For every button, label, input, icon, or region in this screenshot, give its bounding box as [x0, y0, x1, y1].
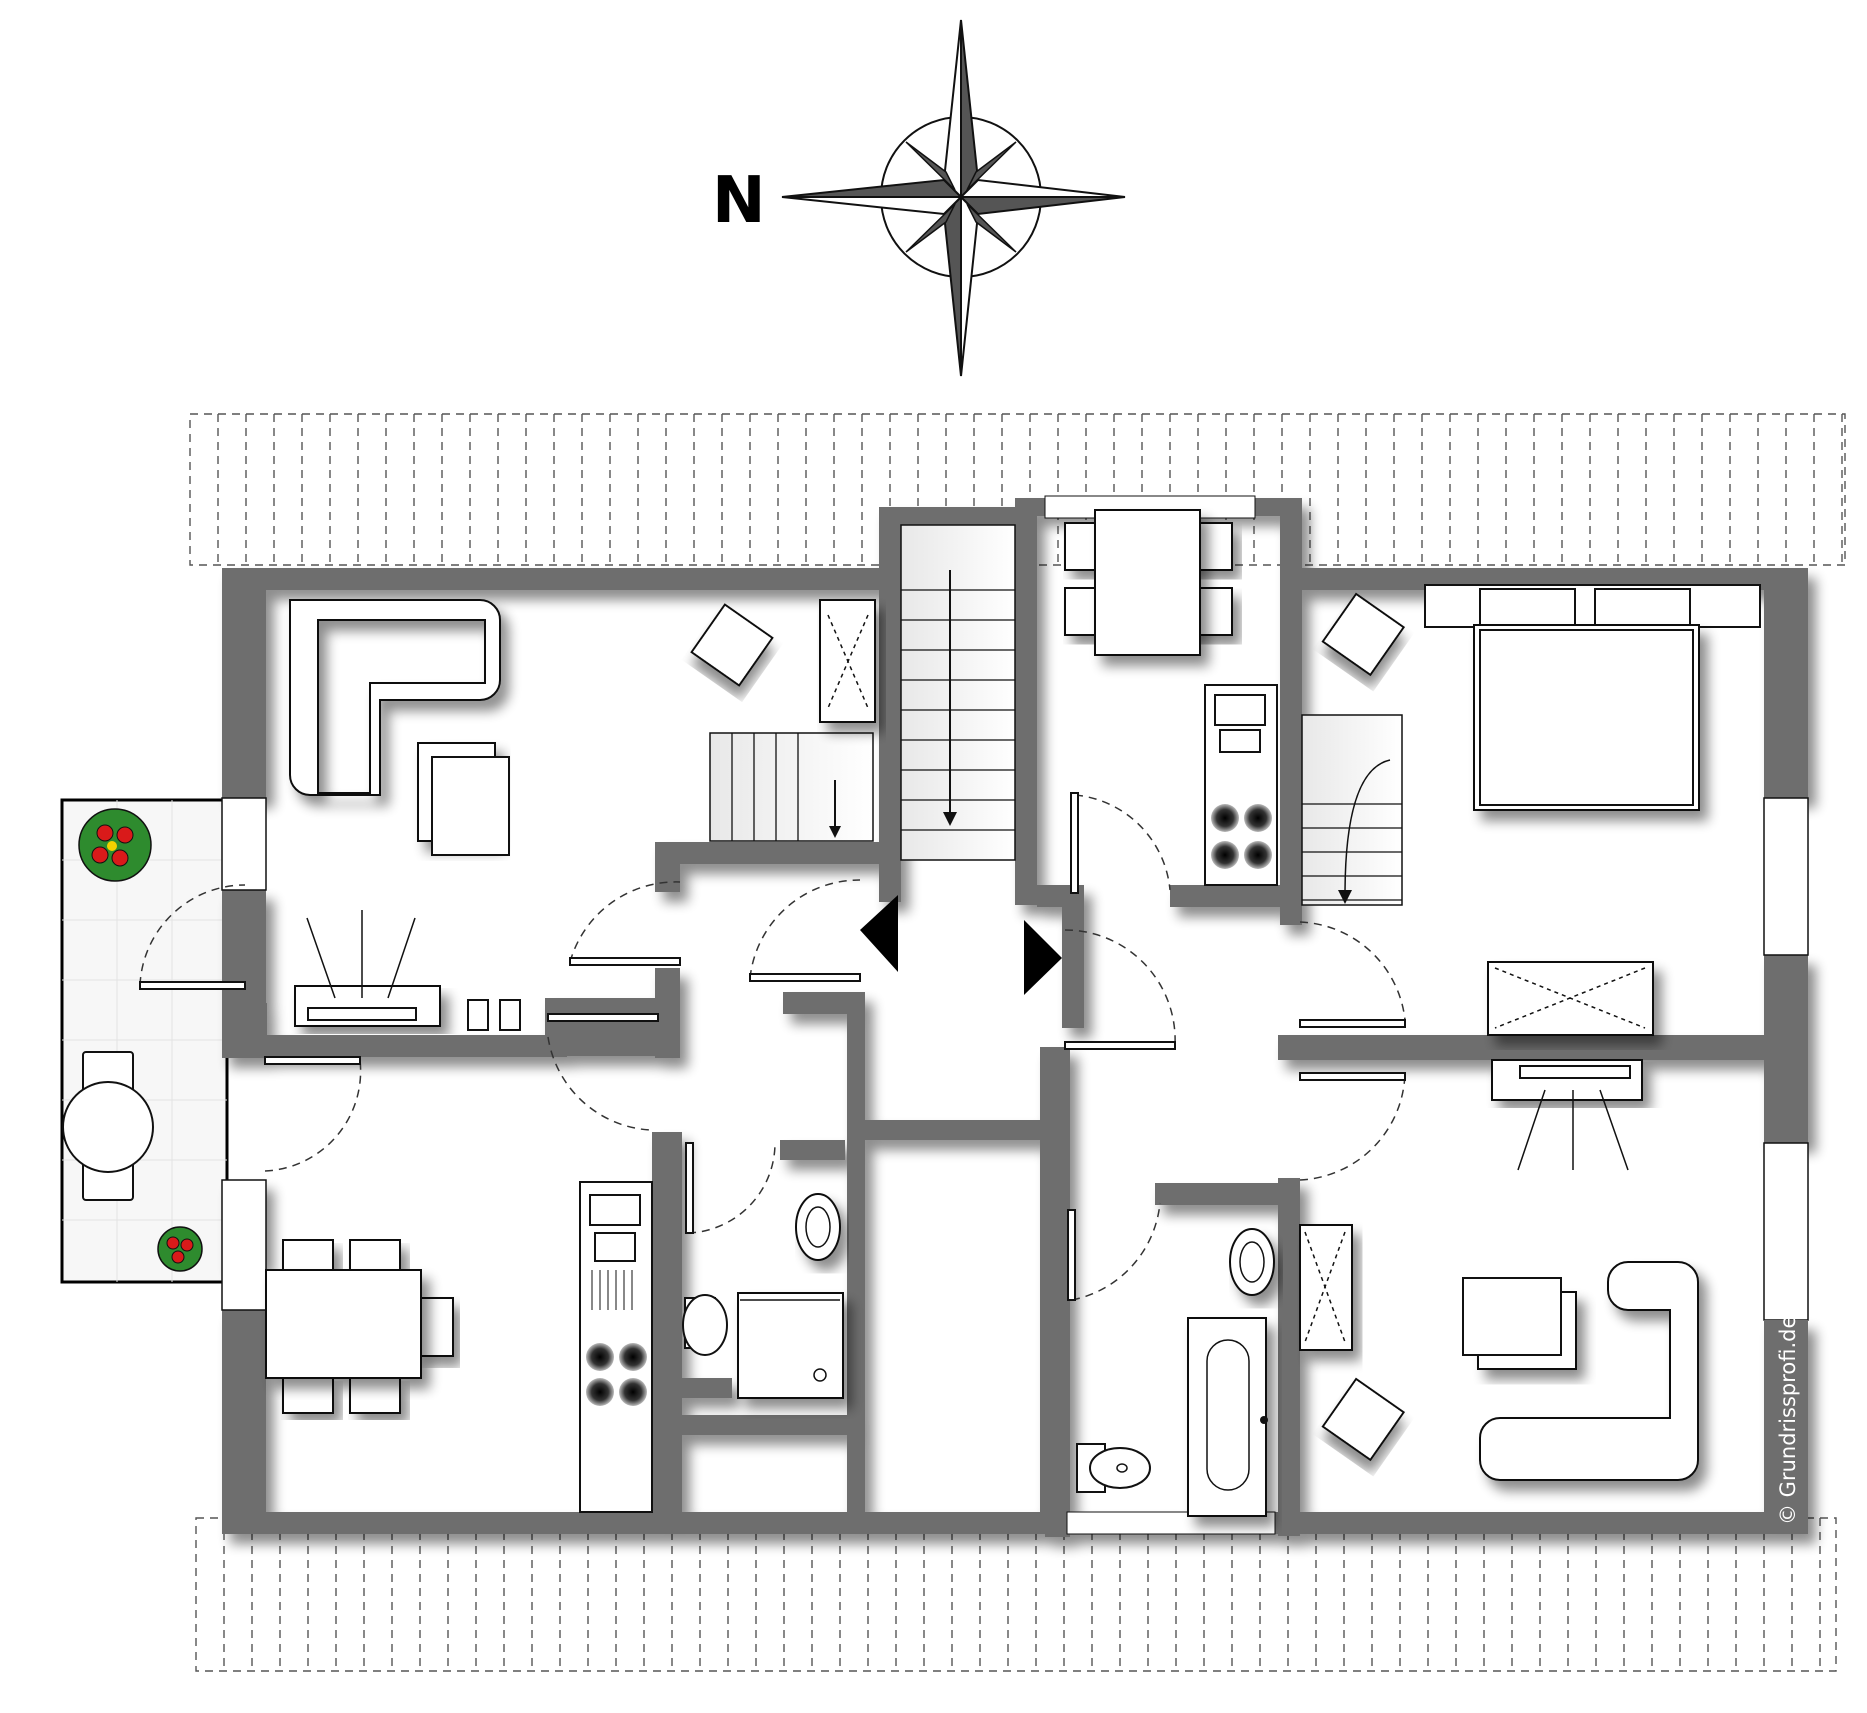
sofa	[1479, 1261, 1699, 1481]
armchair	[1321, 592, 1406, 677]
shower	[737, 1292, 844, 1399]
toilet-icon	[1076, 1443, 1151, 1493]
balcony-table	[62, 1051, 154, 1201]
sink-icon	[1214, 694, 1266, 753]
main-stairs	[900, 524, 1016, 861]
armchair	[690, 603, 774, 687]
entrance-arrow-icon	[1024, 920, 1062, 995]
dining-table	[265, 1269, 422, 1379]
north-label: N	[712, 164, 766, 238]
stair-arrow-icon	[829, 826, 841, 838]
roof-overhang-bottom	[195, 1517, 1837, 1672]
doors	[139, 792, 1406, 1301]
flower-pot-icon	[157, 1226, 203, 1272]
fireplace-icon	[294, 910, 441, 1027]
living-room-right	[1321, 1059, 1699, 1481]
living-room-left	[289, 599, 876, 1031]
dining-table	[1094, 509, 1201, 656]
flower-pot-icon	[78, 808, 152, 882]
bathtub-icon	[1187, 1317, 1268, 1517]
stair-arrow-icon	[943, 812, 957, 826]
balcony	[60, 798, 229, 1284]
entrance-arrow-icon	[860, 895, 898, 972]
toilet-icon	[682, 1294, 728, 1356]
windows	[221, 495, 1809, 1535]
sofa	[289, 599, 501, 796]
stair-arrow-icon	[1338, 890, 1352, 904]
dining-area-left	[265, 1239, 454, 1414]
stove-icon	[586, 1343, 647, 1406]
fireplace-icon	[1491, 1059, 1643, 1171]
roof-overhang-top	[189, 413, 1846, 566]
bedroom	[1321, 584, 1761, 1036]
sink-icon	[1229, 1228, 1275, 1296]
kitchen-left	[579, 1181, 653, 1513]
main-bathroom	[1076, 1224, 1353, 1517]
kitchen-right	[1064, 509, 1278, 886]
cupboard	[1299, 1224, 1353, 1351]
copyright-credit: © Grundrissprofi.de	[1776, 1316, 1800, 1525]
sink-icon	[795, 1193, 841, 1261]
left-stairs	[709, 732, 874, 842]
right-stairs	[1301, 714, 1403, 906]
armchair	[1321, 1377, 1406, 1462]
guest-bathroom	[682, 1193, 844, 1399]
compass-rose-icon	[781, 19, 1126, 377]
stove-icon	[1211, 804, 1272, 869]
sink-icon	[589, 1194, 641, 1310]
